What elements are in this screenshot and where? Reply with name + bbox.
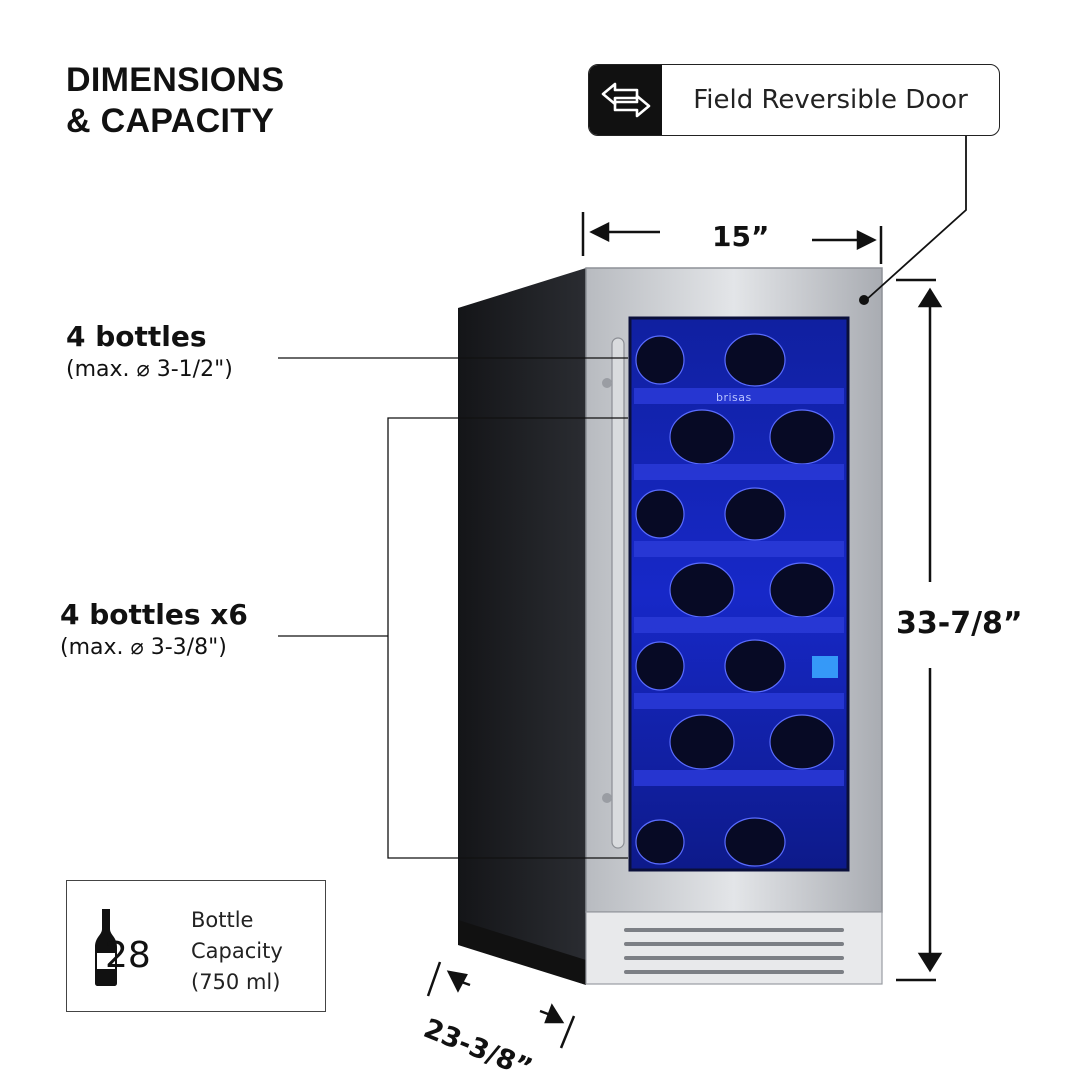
lower-shelves-label: 4 bottles x6 (max. ⌀ 3-3/8") — [60, 598, 248, 660]
title-line-2: & CAPACITY — [66, 101, 275, 140]
capacity-label: Bottle Capacity (750 ml) — [191, 905, 321, 998]
shelf-rows — [634, 333, 844, 867]
brand-logo: brisas — [716, 391, 752, 404]
capacity-number: 28 — [105, 935, 151, 976]
top-shelf-count: 4 bottles — [66, 320, 207, 353]
capacity-box: 28 Bottle Capacity (750 ml) — [66, 880, 326, 1012]
lower-shelves-count: 4 bottles x6 — [60, 598, 248, 631]
reversible-door-badge: Field Reversible Door — [588, 64, 1000, 136]
reversible-door-label: Field Reversible Door — [693, 85, 968, 115]
capacity-label-line: Capacity — [191, 939, 283, 963]
title-line-1: DIMENSIONS — [66, 61, 285, 99]
capacity-label-line: (750 ml) — [191, 970, 281, 994]
top-shelf-label: 4 bottles (max. ⌀ 3-1/2") — [66, 320, 233, 382]
top-shelf-note: (max. ⌀ 3-1/2") — [66, 357, 233, 382]
capacity-label-line: Bottle — [191, 908, 254, 932]
swap-arrows-icon — [589, 65, 662, 135]
width-dimension-label: 15” — [712, 220, 770, 253]
height-dimension-label: 33-7/8” — [896, 606, 1023, 641]
page-title: DIMENSIONS & CAPACITY — [66, 60, 284, 142]
lower-shelves-note: (max. ⌀ 3-3/8") — [60, 635, 227, 660]
wine-bottle-icon — [95, 909, 117, 986]
